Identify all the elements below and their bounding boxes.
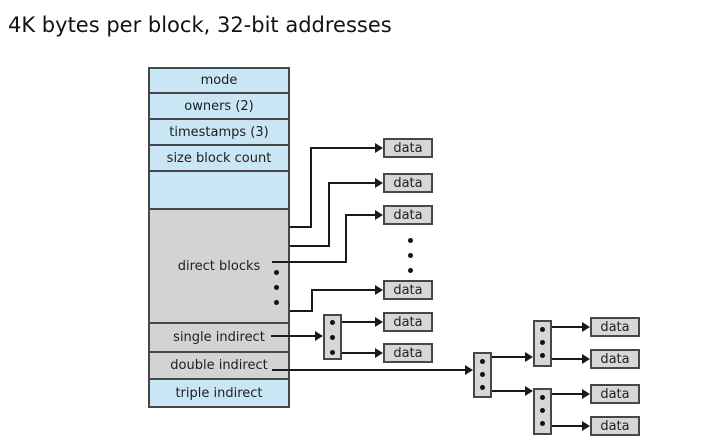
arrow-head — [582, 421, 590, 431]
inode-row-direct-blocks: direct blocks — [150, 210, 288, 324]
arrow-head — [375, 143, 383, 153]
arrow-head — [525, 352, 533, 362]
line-segment — [342, 321, 375, 323]
data-block-label: data — [393, 207, 423, 223]
ellipsis-dot — [408, 268, 413, 273]
arrow-head — [582, 354, 590, 364]
inode-row-timestamps: timestamps (3) — [150, 120, 288, 146]
pointer-dot — [540, 395, 545, 400]
inode-row-spacer — [150, 172, 288, 210]
arrow-head — [582, 322, 590, 332]
inode-table: mode owners (2) timestamps (3) size bloc… — [148, 67, 290, 408]
row-label: mode — [200, 73, 238, 88]
row-label: size block count — [166, 150, 272, 166]
line-segment — [272, 369, 465, 371]
pointer-dot — [540, 408, 545, 413]
ellipsis-dot — [408, 253, 413, 258]
data-block: data — [590, 416, 640, 436]
line-segment — [311, 289, 375, 291]
data-block-label: data — [393, 314, 423, 330]
row-label: double indirect — [170, 358, 268, 373]
data-block: data — [383, 205, 433, 225]
line-segment — [552, 326, 582, 328]
inode-row-mode: mode — [150, 69, 288, 94]
line-segment — [342, 352, 375, 354]
data-block: data — [590, 384, 640, 404]
line-segment — [310, 147, 375, 149]
line-segment — [290, 245, 330, 247]
line-segment — [290, 226, 312, 228]
row-label: single indirect — [173, 330, 265, 345]
inode-row-size-block-count: size block count — [150, 146, 288, 172]
arrow-head — [315, 331, 323, 341]
row-label: timestamps (3) — [169, 124, 269, 140]
pointer-dot — [330, 320, 335, 325]
arrow-head — [375, 317, 383, 327]
arrow-head — [375, 210, 383, 220]
arrow-head — [375, 178, 383, 188]
line-segment — [492, 356, 525, 358]
line-segment — [345, 214, 375, 216]
data-block-label: data — [393, 140, 423, 156]
inode-row-owners: owners (2) — [150, 94, 288, 120]
pointer-dot — [540, 340, 545, 345]
pointer-dot — [480, 359, 485, 364]
ellipsis-dot — [408, 238, 413, 243]
arrow-head — [375, 348, 383, 358]
line-segment — [290, 310, 312, 312]
data-block: data — [383, 173, 433, 193]
line-segment — [328, 182, 330, 247]
data-block: data — [590, 317, 640, 337]
pointer-dot — [540, 421, 545, 426]
data-block-label: data — [600, 319, 630, 335]
data-block: data — [383, 312, 433, 332]
arrow-head — [525, 386, 533, 396]
arrow-head — [465, 365, 473, 375]
pointer-dot — [330, 335, 335, 340]
inode-row-single-indirect: single indirect — [150, 324, 288, 353]
pointer-dot — [330, 350, 335, 355]
ellipsis-dot — [274, 300, 279, 305]
row-label: triple indirect — [175, 385, 263, 401]
line-segment — [552, 358, 582, 360]
data-block-label: data — [393, 345, 423, 361]
line-segment — [328, 182, 375, 184]
inode-row-double-indirect: double indirect — [150, 353, 288, 380]
arrow-head — [375, 285, 383, 295]
arrow-head — [582, 389, 590, 399]
row-label: owners (2) — [184, 98, 254, 114]
data-block-label: data — [393, 282, 423, 298]
ellipsis-dot — [274, 285, 279, 290]
data-block-label: data — [600, 418, 630, 434]
line-segment — [271, 335, 315, 337]
line-segment — [311, 289, 313, 312]
inode-row-triple-indirect: triple indirect — [150, 380, 288, 406]
data-block: data — [590, 349, 640, 369]
ellipsis-dot — [274, 270, 279, 275]
line-segment — [552, 425, 582, 427]
line-segment — [345, 214, 347, 263]
data-block: data — [383, 138, 433, 158]
data-block-label: data — [600, 351, 630, 367]
pointer-dot — [540, 353, 545, 358]
data-block-label: data — [600, 386, 630, 402]
line-segment — [272, 261, 347, 263]
pointer-dot — [540, 327, 545, 332]
diagram-title: 4K bytes per block, 32-bit addresses — [8, 13, 392, 37]
pointer-dot — [480, 385, 485, 390]
pointer-dot — [480, 372, 485, 377]
data-block-label: data — [393, 175, 423, 191]
line-segment — [492, 390, 525, 392]
line-segment — [552, 393, 582, 395]
data-block: data — [383, 280, 433, 300]
row-label: direct blocks — [177, 258, 261, 274]
data-block: data — [383, 343, 433, 363]
line-segment — [310, 147, 312, 228]
